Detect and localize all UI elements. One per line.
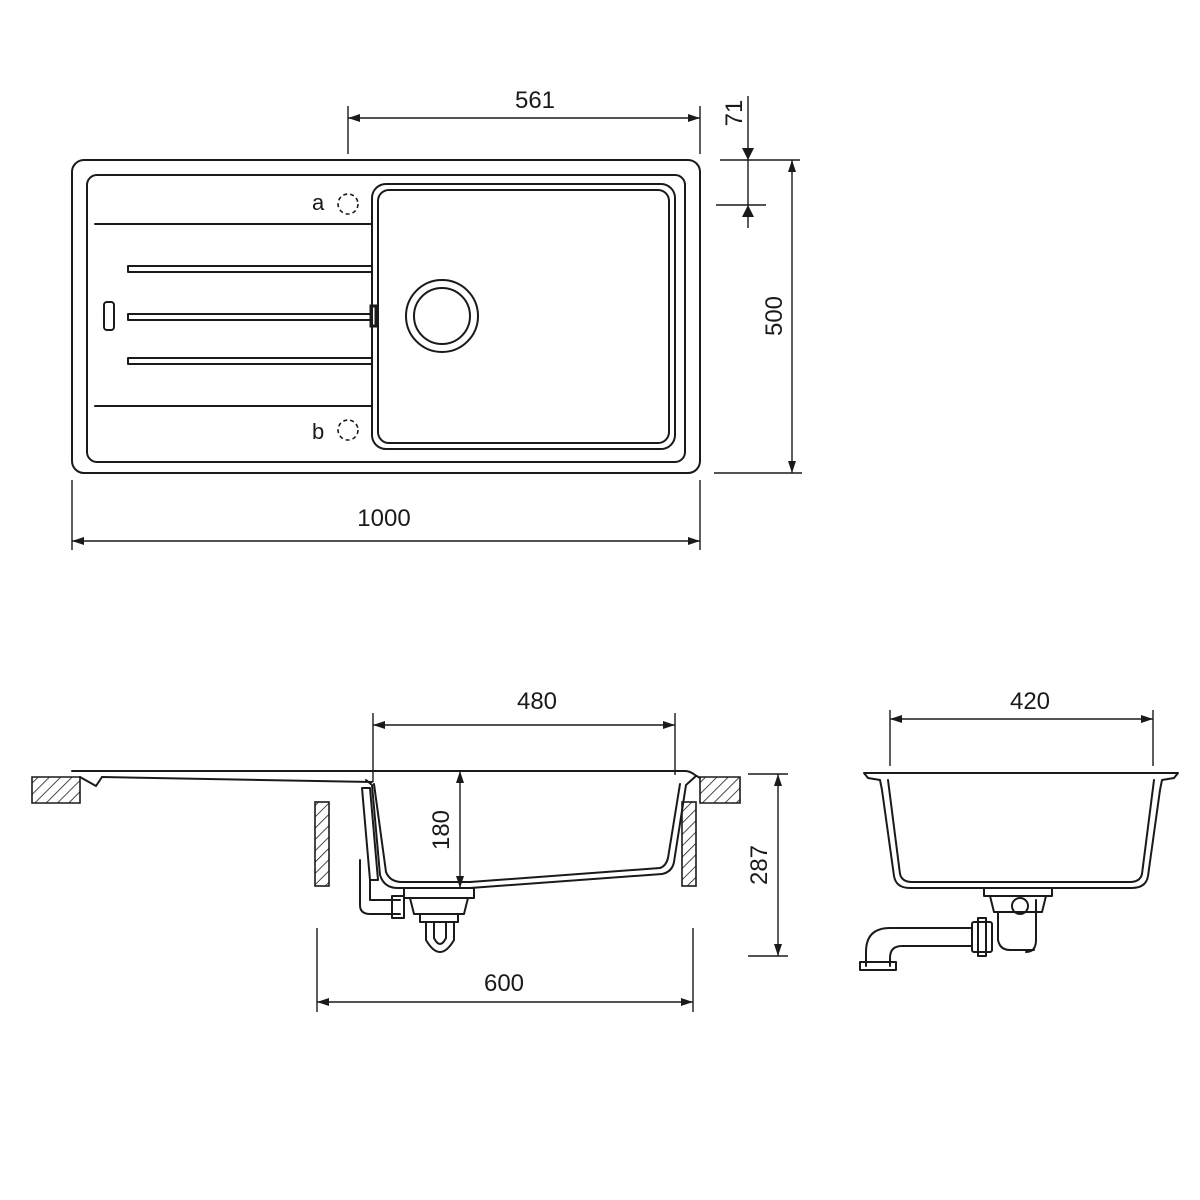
sink-outline-top — [71, 159, 701, 474]
top-view: a b 561 71 500 — [71, 87, 802, 550]
tap-hole-a: a — [312, 190, 359, 215]
tap-hole-b: b — [312, 419, 359, 444]
sink-profile-front — [71, 770, 701, 889]
dim-label-180: 180 — [428, 810, 455, 850]
overflow-pipe — [359, 787, 405, 919]
bowl-top — [371, 183, 676, 450]
dimension-480: 480 — [372, 688, 676, 782]
dim-label-561: 561 — [515, 87, 555, 114]
waste-fitting-side — [971, 887, 1053, 957]
dimension-1000: 1000 — [71, 480, 701, 550]
drainer-area — [94, 223, 378, 407]
cabinet-wall-left — [314, 801, 330, 887]
tap-hole-b-label: b — [312, 419, 324, 444]
dim-label-480: 480 — [517, 688, 557, 715]
side-view: 420 — [859, 688, 1179, 971]
dimension-420: 420 — [889, 688, 1154, 766]
dim-label-287: 287 — [746, 845, 773, 885]
cabinet-wall-right — [681, 801, 697, 887]
dim-label-420: 420 — [1010, 688, 1050, 715]
waste-fitting-front — [403, 887, 475, 953]
dimension-287: 287 — [746, 773, 788, 957]
dimension-180: 180 — [428, 771, 464, 888]
dim-label-1000: 1000 — [357, 505, 410, 532]
dimension-561: 561 — [347, 87, 701, 154]
dimension-500: 500 — [714, 160, 802, 474]
dimension-600: 600 — [316, 928, 694, 1012]
sink-profile-side — [863, 772, 1179, 889]
tap-hole-a-label: a — [312, 190, 325, 215]
dim-label-600: 600 — [484, 970, 524, 997]
front-view: 480 180 287 600 — [31, 688, 788, 1012]
dim-label-71: 71 — [721, 100, 748, 127]
countertop-left — [31, 776, 81, 804]
countertop-right — [699, 776, 741, 804]
drain-outlet-top — [405, 279, 479, 353]
dimension-71: 71 — [716, 96, 800, 228]
outlet-pipe-side — [859, 927, 973, 971]
dim-label-500: 500 — [761, 296, 788, 336]
